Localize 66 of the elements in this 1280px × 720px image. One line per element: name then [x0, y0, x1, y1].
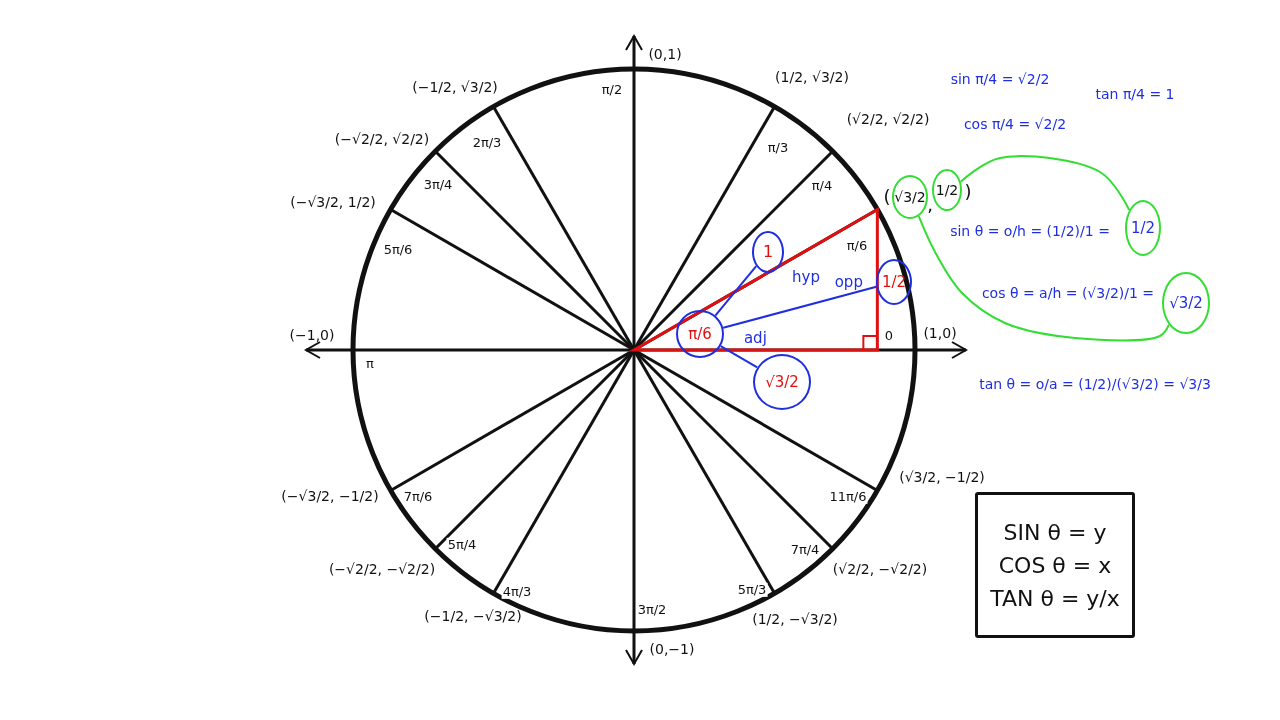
formula-text: TAN θ = y/x [990, 584, 1120, 613]
circled-value [876, 259, 912, 305]
formula-text: sin π/4 = √2/2 [950, 72, 1050, 88]
coordinate-label: (√2/2, √2/2) [846, 112, 930, 128]
angle-label: 7π/6 [402, 489, 434, 505]
coordinate-label: (−√3/2, 1/2) [290, 195, 376, 211]
circled-value [892, 175, 928, 219]
formula-text: COS θ = x [998, 551, 1112, 580]
angle-label: 5π/3 [736, 582, 768, 598]
angle-label: 3π/2 [636, 602, 668, 618]
angle-label: 11π/6 [828, 489, 868, 505]
punctuation: ( [883, 187, 891, 207]
angle-label: 4π/3 [501, 584, 533, 600]
connector-line [959, 155, 1131, 212]
circled-value [1125, 200, 1161, 256]
punctuation: , [927, 195, 933, 215]
formula-text: cos π/4 = √2/2 [963, 117, 1067, 133]
connector-line [714, 265, 758, 317]
edge-label: adj [743, 330, 767, 347]
edge-label: opp [834, 273, 863, 291]
angle-label: 7π/4 [789, 542, 821, 558]
coordinate-label: (√2/2, −√2/2) [832, 562, 928, 578]
formula-text: tan θ = o/a = (1/2)/(√3/2) = √3/3 [979, 377, 1211, 393]
fraction-text: √3/2 [1169, 292, 1203, 314]
circled-value [1162, 272, 1210, 334]
fraction-text: π/6 [688, 323, 712, 345]
angle-label: 5π/6 [382, 242, 414, 258]
connector-line [917, 215, 1170, 342]
coordinate-label: (1,0) [923, 326, 957, 342]
coordinate-label: (√3/2, −1/2) [899, 470, 985, 486]
circled-value [753, 354, 811, 410]
fraction-text: 1 [762, 241, 774, 263]
coordinate-label: (−√2/2, √2/2) [334, 132, 430, 148]
angle-label: 5π/4 [446, 537, 478, 553]
angle-label: 2π/3 [471, 135, 503, 151]
coordinate-label: (0,1) [648, 47, 682, 63]
punctuation: ) [964, 182, 972, 202]
fraction-text: √3/2 [765, 371, 799, 393]
coordinate-label: (−√3/2, −1/2) [281, 489, 379, 505]
side-label: hyp [792, 268, 820, 286]
connector-line [719, 345, 759, 369]
angle-label: π/4 [810, 178, 834, 194]
formula-text: cos θ = a/h = (√3/2)/1 = [981, 286, 1155, 302]
fraction-text: √3/2 [894, 187, 926, 207]
formula-text: sin θ = o/h = (1/2)/1 = [950, 224, 1110, 240]
fraction-text: 1/2 [935, 180, 959, 200]
coordinate-label: (−1/2, √3/2) [412, 80, 498, 96]
coordinate-label: (−√2/2, −√2/2) [328, 562, 436, 578]
fraction-text: 1/2 [881, 271, 907, 293]
angle-label: π/3 [766, 140, 790, 156]
coordinate-label: (1/2, √3/2) [775, 70, 849, 86]
coordinate-label: (0,−1) [649, 642, 695, 658]
coordinate-label: (−1,0) [289, 328, 335, 344]
angle-label: 3π/4 [422, 177, 454, 193]
coordinate-label: (1/2, −√3/2) [752, 612, 838, 628]
fraction-text: 1/2 [1130, 217, 1156, 239]
coordinate-label: (−1/2, −√3/2) [424, 609, 522, 625]
circled-value [932, 169, 962, 211]
formula-text: tan π/4 = 1 [1095, 87, 1175, 103]
circled-value [752, 231, 784, 273]
angle-label: π/2 [600, 82, 624, 98]
connector-line [722, 285, 878, 329]
formula-box [975, 492, 1135, 638]
angle-label: π/6 [845, 238, 869, 254]
circled-value [676, 310, 724, 358]
formula-text: SIN θ = y [1003, 518, 1107, 547]
